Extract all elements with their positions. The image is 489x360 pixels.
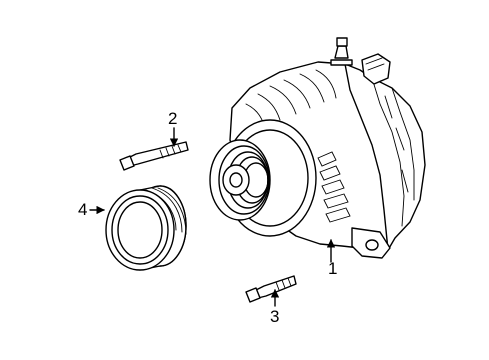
alternator-illustration	[209, 37, 426, 263]
callout-3: 3	[270, 307, 280, 326]
callout-1: 1	[328, 259, 338, 278]
bolt-illustration-lower	[245, 275, 297, 307]
pulley-illustration	[89, 185, 187, 271]
bolt-illustration-upper	[119, 127, 189, 171]
callout-2: 2	[168, 109, 178, 128]
callout-4: 4	[78, 200, 88, 219]
